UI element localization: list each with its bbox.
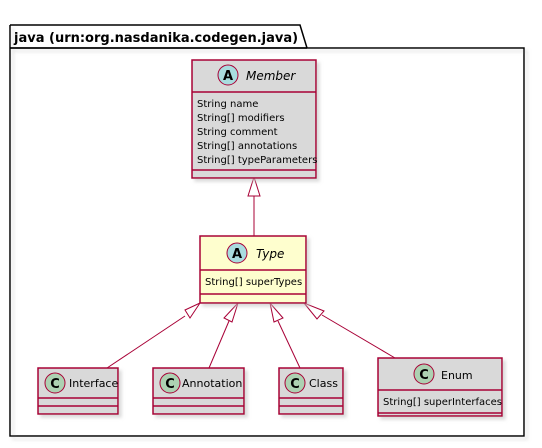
edge-class-type-arrowhead xyxy=(269,301,284,323)
attribute: String comment xyxy=(197,127,278,138)
class-annotation[interactable]: C Annotation xyxy=(152,367,245,415)
attribute: String[] modifiers xyxy=(197,113,285,124)
attribute: String[] annotations xyxy=(197,141,297,152)
stereotype-letter: C xyxy=(290,377,300,392)
class-interface[interactable]: C Interface xyxy=(37,367,119,415)
class-member[interactable]: A Member String name String[] modifiers … xyxy=(191,59,317,179)
edge-interface-type-arrowhead xyxy=(184,301,202,319)
edge-enum-type-arrowhead xyxy=(302,301,325,320)
class-name: Enum xyxy=(441,369,473,382)
class-enum[interactable]: C Enum String[] superInterfaces xyxy=(377,357,503,417)
attribute: String name xyxy=(197,99,258,110)
class-name: Class xyxy=(309,377,338,390)
attribute: String[] typeParameters xyxy=(197,155,317,166)
package-frame: java (urn:org.nasdanika.codegen.java) xyxy=(9,24,525,437)
inheritance-edges xyxy=(106,175,396,369)
edge-annotation-type xyxy=(208,320,230,369)
attribute: String[] superInterfaces xyxy=(383,397,502,408)
stereotype-letter: A xyxy=(232,247,242,262)
edge-annotation-type-arrowhead xyxy=(223,302,239,323)
class-name: Interface xyxy=(69,377,118,390)
class-icon xyxy=(44,372,66,394)
class-icon xyxy=(284,372,306,394)
class-name: Type xyxy=(256,247,284,261)
class-name: Annotation xyxy=(182,377,242,390)
edge-type-member-arrowhead xyxy=(247,175,261,197)
stereotype-letter: C xyxy=(165,377,175,392)
edge-enum-type xyxy=(321,314,396,359)
stereotype-letter: A xyxy=(223,69,233,84)
edge-interface-type xyxy=(106,315,186,369)
class-type[interactable]: A Type String[] superTypes xyxy=(199,235,307,304)
stereotype-letter: C xyxy=(419,368,429,383)
package-title: java (urn:org.nasdanika.codegen.java) xyxy=(13,31,298,46)
edge-class-type xyxy=(277,320,301,369)
class-class[interactable]: C Class xyxy=(278,367,344,415)
class-icon xyxy=(413,363,435,385)
attribute: String[] superTypes xyxy=(205,277,302,288)
class-icon xyxy=(159,372,181,394)
abstract-class-icon xyxy=(226,242,248,264)
stereotype-letter: C xyxy=(50,377,60,392)
class-name: Member xyxy=(246,69,296,83)
abstract-class-icon xyxy=(217,64,239,86)
